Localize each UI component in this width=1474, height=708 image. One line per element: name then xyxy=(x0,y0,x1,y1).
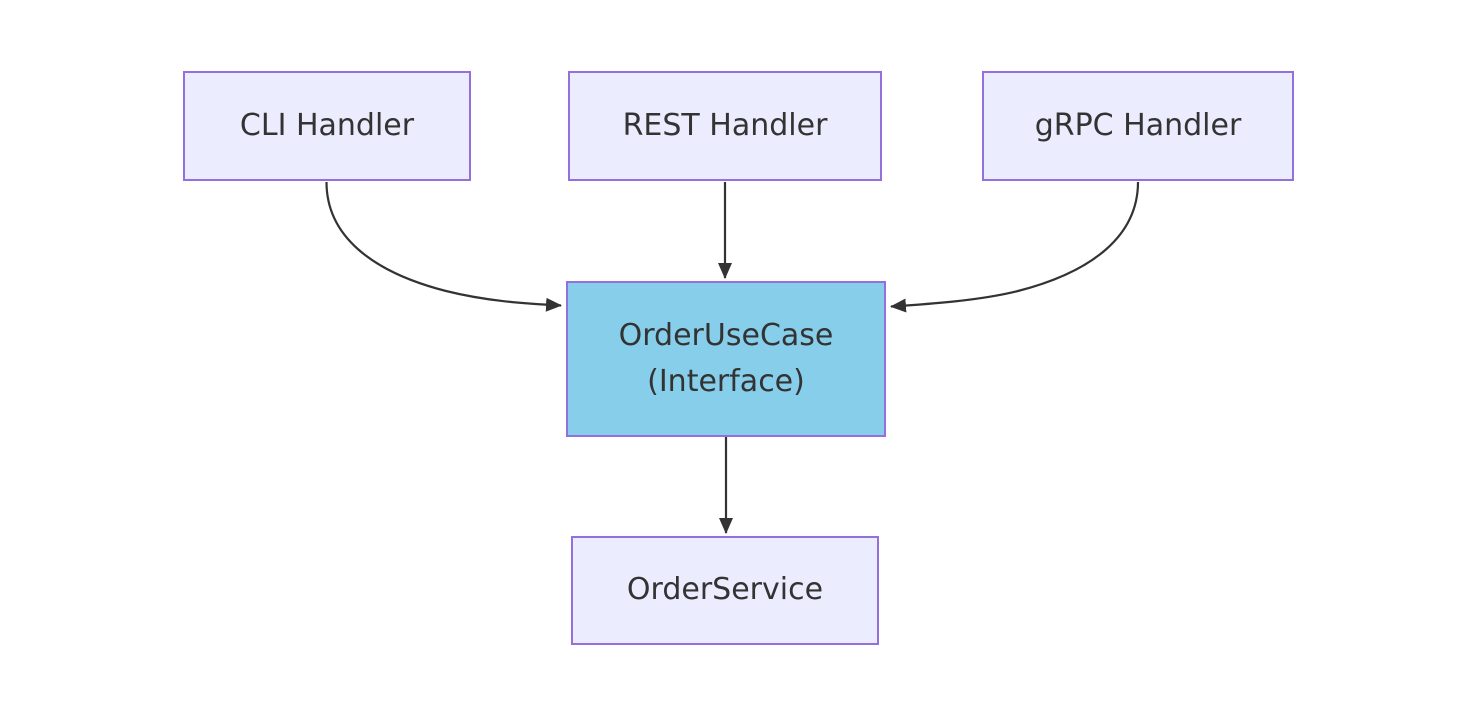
node-order-usecase-label-line2: (Interface) xyxy=(647,364,805,399)
node-rest-handler-label: REST Handler xyxy=(622,107,828,143)
node-cli-handler: CLI Handler xyxy=(183,71,471,181)
edge-cli-to-usecase xyxy=(325,181,562,312)
node-order-usecase-label-line1: OrderUseCase xyxy=(618,317,834,353)
node-order-service: OrderService xyxy=(571,536,879,645)
node-cli-handler-label: CLI Handler xyxy=(239,107,415,143)
edge-grpc-to-usecase xyxy=(890,181,1140,313)
node-order-usecase: OrderUseCase (Interface) xyxy=(566,281,886,437)
node-rest-handler: REST Handler xyxy=(568,71,882,181)
node-grpc-handler-label: gRPC Handler xyxy=(1034,107,1242,143)
node-order-service-label: OrderService xyxy=(626,572,824,608)
node-grpc-handler: gRPC Handler xyxy=(982,71,1294,181)
